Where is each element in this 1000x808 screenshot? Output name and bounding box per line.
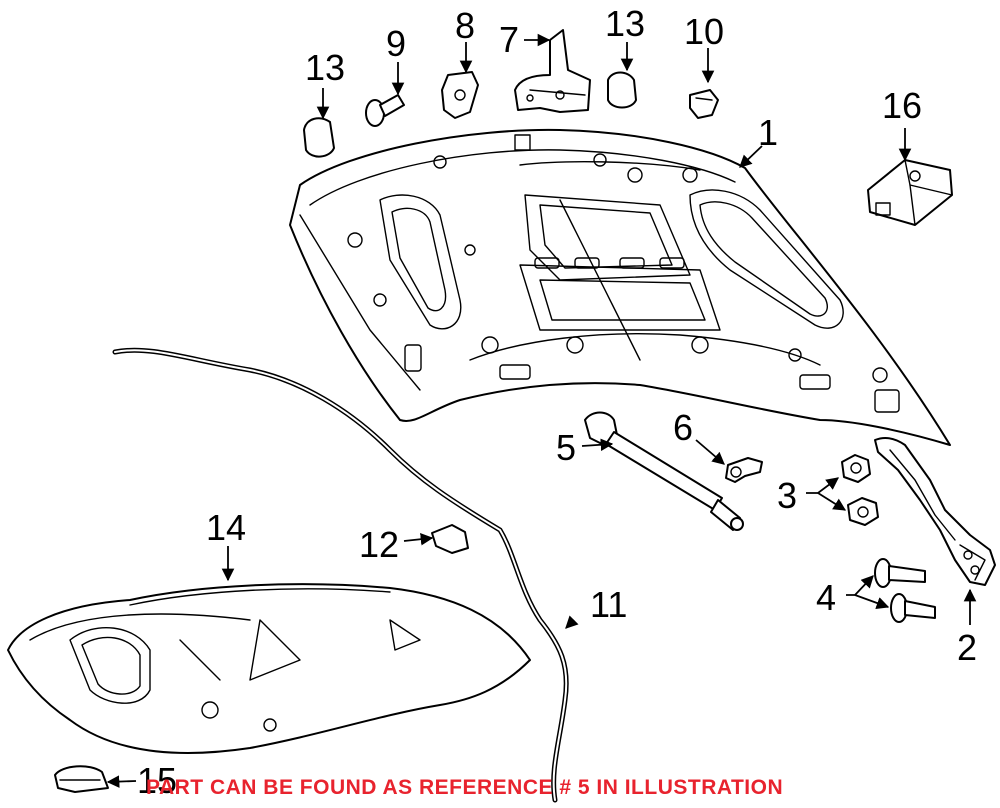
- hinge-bolt-upper: [874, 558, 926, 588]
- reference-footnote: PART CAN BE FOUND AS REFERENCE # 5 IN IL…: [146, 776, 784, 799]
- callout-6: 6: [673, 407, 693, 448]
- hood-lift-support: [584, 411, 744, 531]
- callout-14: 14: [206, 507, 246, 548]
- callout-13-right: 13: [605, 3, 645, 44]
- screw: [365, 94, 405, 127]
- leader-lines: [106, 33, 977, 788]
- control-module: [867, 159, 953, 226]
- hinge-bolt-lower: [890, 593, 936, 623]
- callout-9: 9: [386, 23, 406, 64]
- hood-hinge: [874, 436, 996, 586]
- hood-release-cable: [112, 347, 569, 803]
- callout-13-left: 13: [305, 47, 345, 88]
- bumper-right: [607, 71, 637, 109]
- callout-3: 3: [777, 475, 797, 516]
- bumper-left: [303, 117, 335, 158]
- cable-clip: [431, 524, 469, 554]
- hinge-nut-upper: [841, 454, 871, 483]
- callout-5: 5: [556, 427, 576, 468]
- callout-2: 2: [957, 627, 977, 668]
- callout-10: 10: [684, 11, 724, 52]
- callout-4: 4: [816, 577, 836, 618]
- support-clip: [725, 457, 763, 483]
- callout-7: 7: [499, 19, 519, 60]
- callout-16: 16: [882, 85, 922, 126]
- callout-11: 11: [590, 584, 627, 625]
- hinge-nut-lower: [847, 497, 879, 526]
- push-pin: [689, 89, 719, 119]
- hood-latch: [514, 29, 591, 113]
- hood-insulator: [7, 583, 531, 754]
- insulator-clip: [54, 765, 109, 793]
- callout-numbers: 1 2 3 4 5 6 7 8 9 10 11 12 13 13 14 15 1…: [137, 3, 977, 801]
- callout-12: 12: [359, 524, 399, 565]
- callout-8: 8: [455, 5, 475, 46]
- callout-15: 15: [137, 760, 177, 801]
- callout-1: 1: [758, 112, 778, 153]
- latch-bracket: [441, 71, 479, 119]
- hood-panel: [289, 128, 951, 446]
